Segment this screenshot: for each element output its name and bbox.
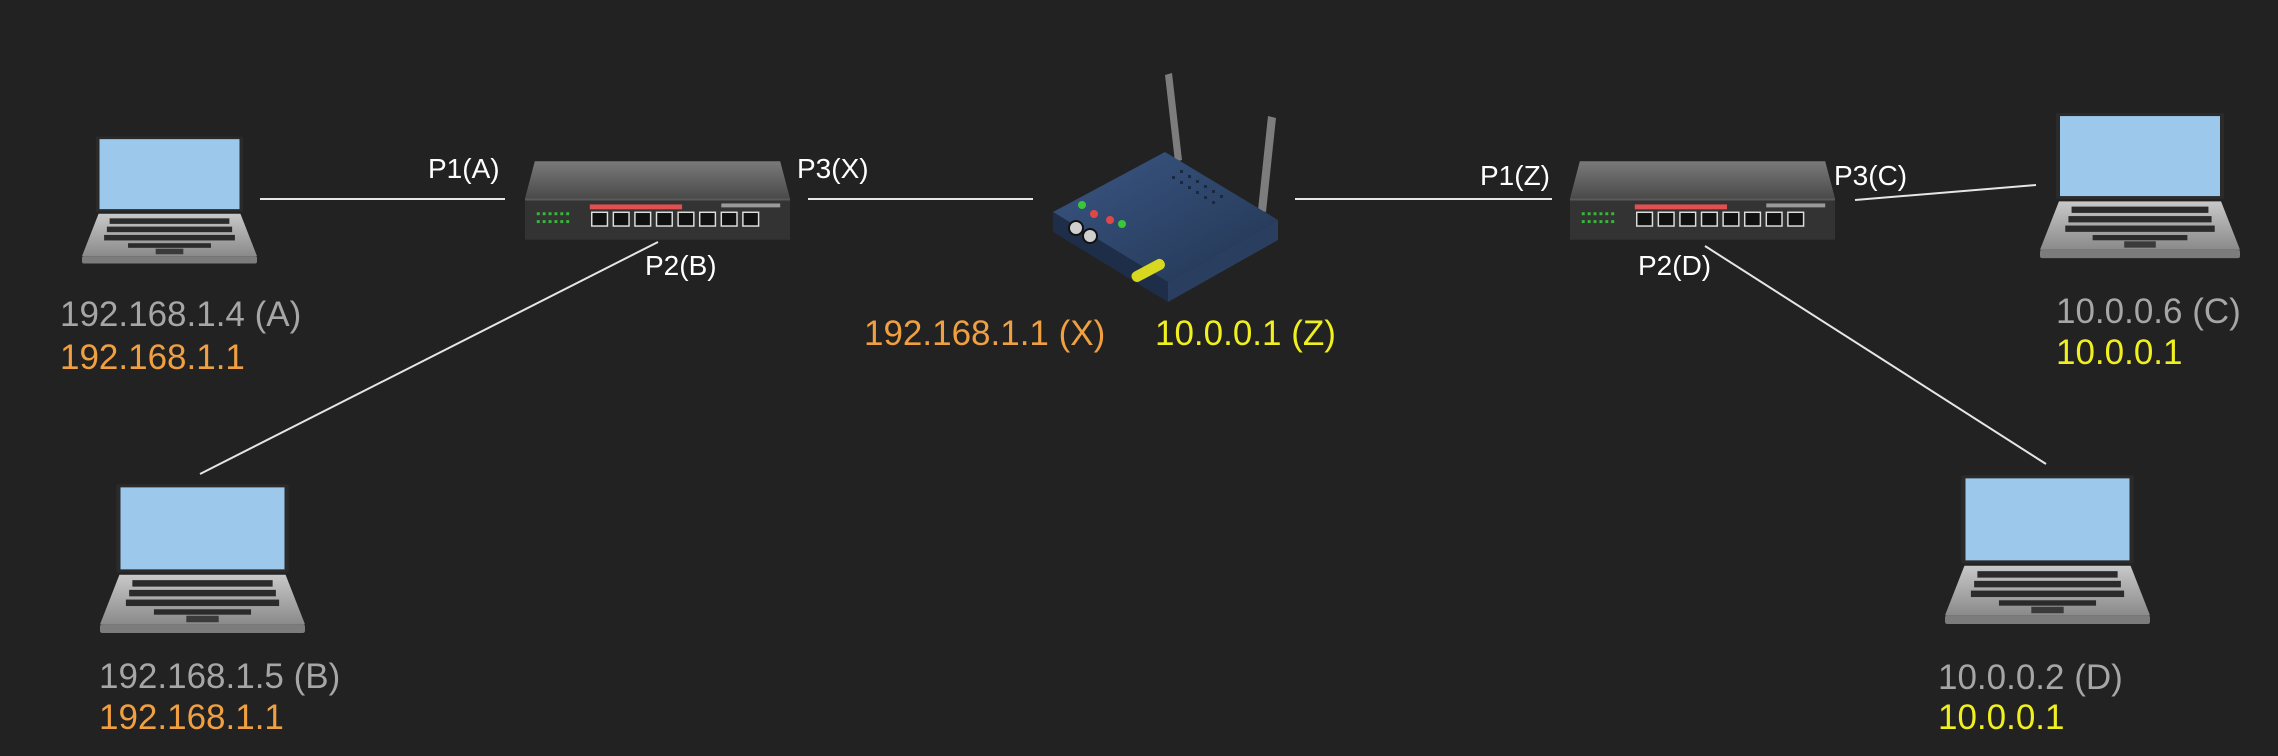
router-lan-ip: 192.168.1.1 (X) xyxy=(864,314,1106,353)
wifi-router-icon xyxy=(1053,73,1278,302)
laptop-icon-host-d xyxy=(1945,475,2150,625)
network-switch-icon-2 xyxy=(1570,161,1835,240)
host-c-ip: 10.0.0.6 (C) xyxy=(2056,292,2241,331)
network-links xyxy=(199,184,2047,475)
router-wan-ip: 10.0.0.1 (Z) xyxy=(1155,314,1336,353)
port-label-sw2-p1: P1(Z) xyxy=(1480,160,1550,191)
host-b-ip: 192.168.1.5 (B) xyxy=(99,657,341,696)
host-d-gateway: 10.0.0.1 xyxy=(1938,698,2065,737)
laptop-icon-host-c xyxy=(2040,112,2240,259)
host-b-gateway: 192.168.1.1 xyxy=(99,698,284,737)
host-a-ip: 192.168.1.4 (A) xyxy=(60,295,302,334)
laptop-icon-host-a xyxy=(82,136,257,264)
link-b-switch1 xyxy=(199,241,659,475)
host-c-gateway: 10.0.0.1 xyxy=(2056,333,2183,372)
host-a-gateway: 192.168.1.1 xyxy=(60,338,245,377)
laptop-icon-host-b xyxy=(100,484,305,634)
link-switch2-c xyxy=(1854,184,2037,201)
port-label-sw1-p2: P2(B) xyxy=(645,250,717,281)
port-label-sw2-p2: P2(D) xyxy=(1638,250,1712,281)
port-label-sw1-p1: P1(A) xyxy=(428,153,500,184)
host-d-ip: 10.0.0.2 (D) xyxy=(1938,658,2123,697)
network-switch-icon-1 xyxy=(525,161,790,240)
port-label-sw1-p3: P3(X) xyxy=(797,153,869,184)
link-switch2-d xyxy=(1704,245,2047,465)
port-label-sw2-p3: P3(C) xyxy=(1834,160,1908,191)
